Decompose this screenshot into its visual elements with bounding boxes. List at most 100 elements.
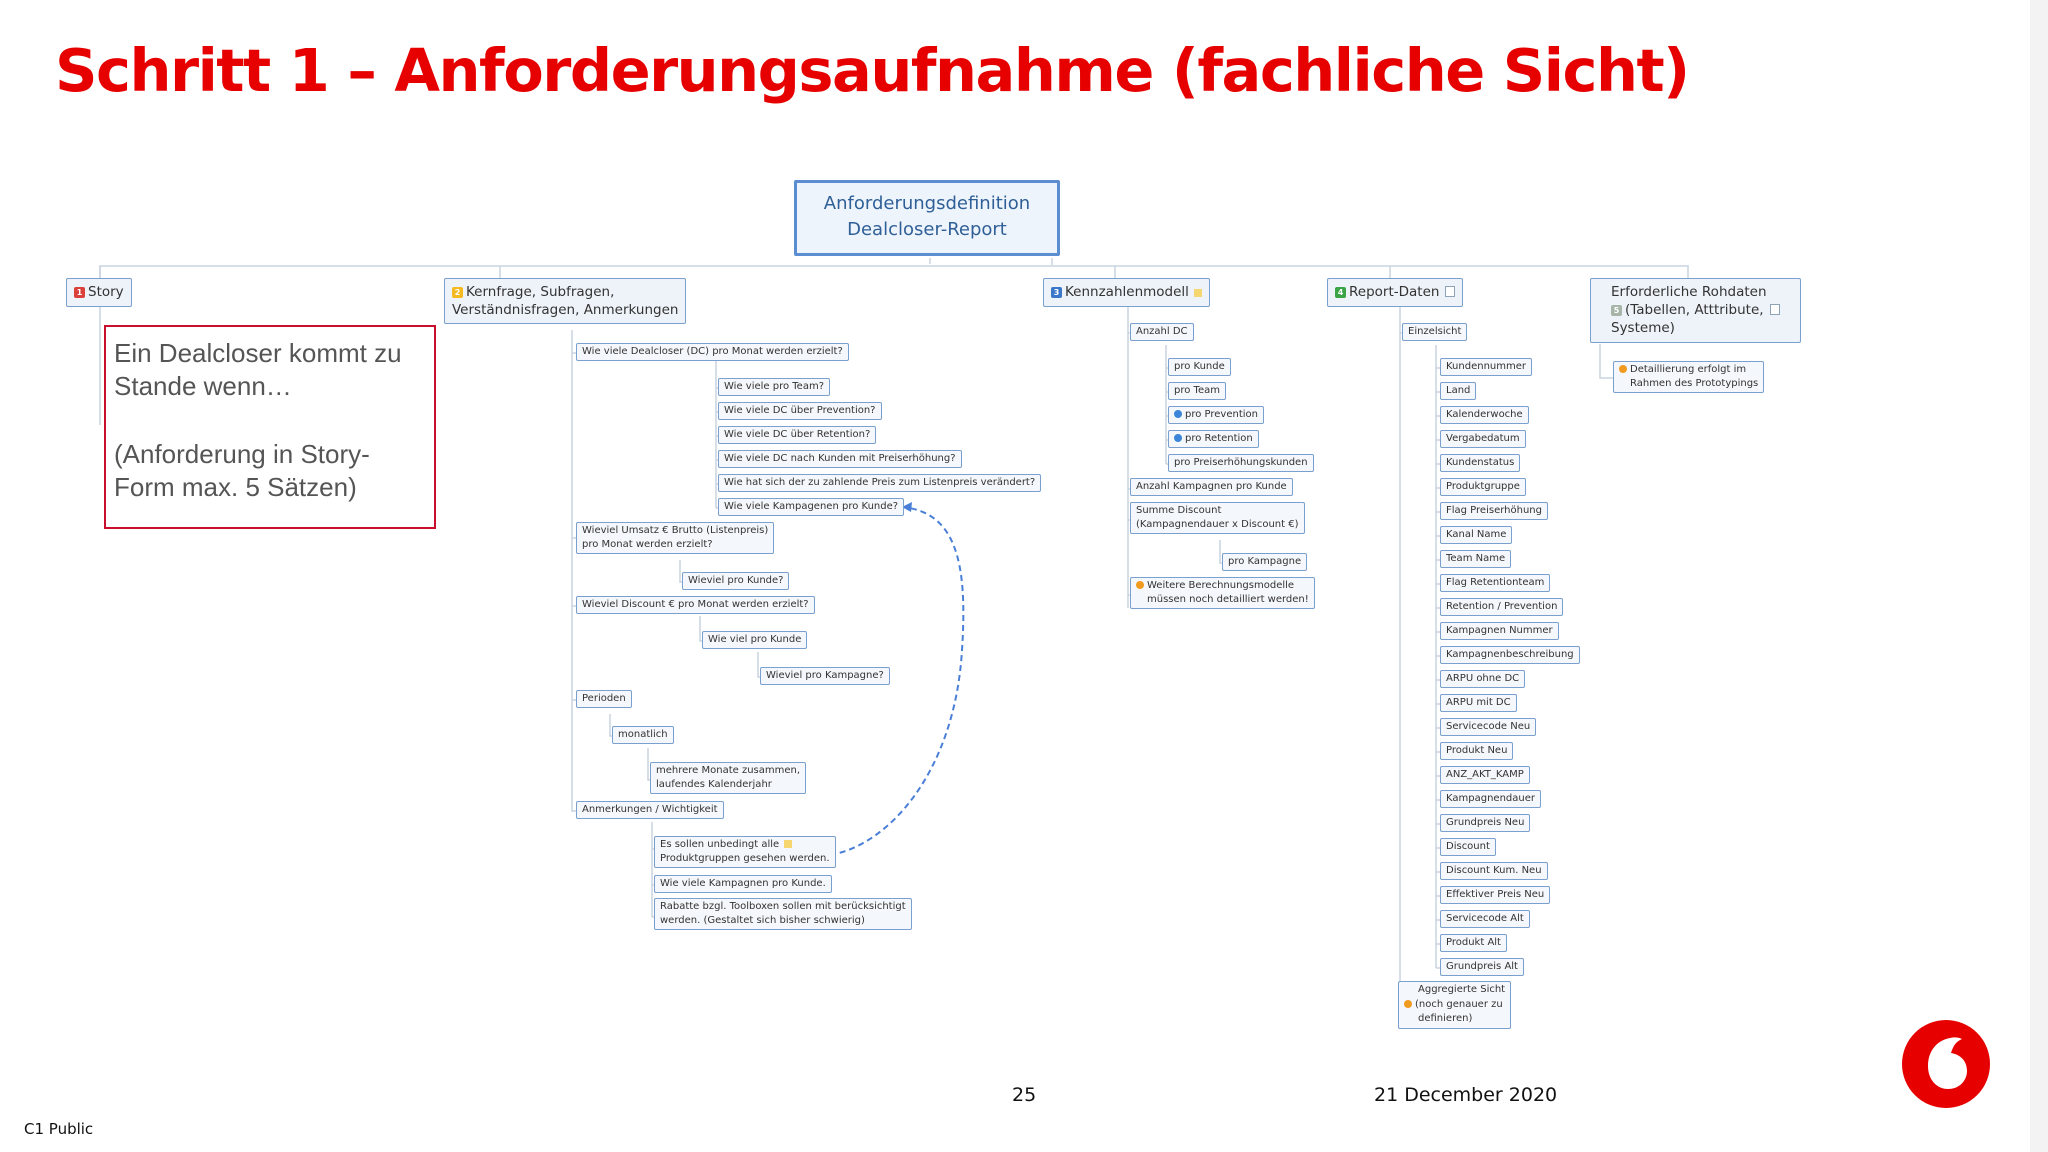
- marker-4-icon: 4: [1335, 287, 1346, 298]
- branch-rohdaten-line-3: Systeme): [1611, 320, 1675, 337]
- node-anm-produkt-line-2: Produktgruppen gesehen werden.: [660, 853, 830, 864]
- report-field-node[interactable]: Grundpreis Neu: [1440, 814, 1531, 832]
- node-weitere-line-1: Weitere Berechnungsmodelle: [1147, 580, 1295, 591]
- page-number: 25: [1012, 1084, 1037, 1106]
- report-field-node[interactable]: Kundenstatus: [1440, 454, 1521, 472]
- slide-title: Schritt 1 – Anforderungsaufnahme (fachli…: [55, 36, 1690, 105]
- node-q-discount-kampagne[interactable]: Wieviel pro Kampagne?: [760, 667, 890, 685]
- report-field-node[interactable]: ANZ_AKT_KAMP: [1440, 766, 1530, 784]
- node-summe-discount[interactable]: Summe Discount (Kampagnendauer x Discoun…: [1130, 502, 1305, 534]
- node-rohdaten-detail[interactable]: Detaillierung erfolgt im Rahmen des Prot…: [1613, 361, 1765, 393]
- report-field-node[interactable]: Kundennummer: [1440, 358, 1532, 376]
- node-q-kampagnen[interactable]: Wie viele Kampagenen pro Kunde?: [718, 498, 905, 516]
- node-q-dc-monat[interactable]: Wie viele Dealcloser (DC) pro Monat werd…: [576, 343, 849, 361]
- info-icon: [1174, 410, 1182, 418]
- node-aggregierte-sicht[interactable]: Aggregierte Sicht (noch genauer zu defin…: [1398, 981, 1512, 1029]
- report-field-node[interactable]: Land: [1440, 382, 1477, 400]
- report-field-node[interactable]: Retention / Prevention: [1440, 598, 1564, 616]
- node-anm-rabatte-line-1: Rabatte bzgl. Toolboxen sollen mit berüc…: [660, 901, 906, 912]
- node-pro-kunde[interactable]: pro Kunde: [1168, 358, 1231, 376]
- node-weitere-modelle[interactable]: Weitere Berechnungsmodelle müssen noch d…: [1130, 577, 1315, 609]
- node-q-preiserhoehung[interactable]: Wie viele DC nach Kunden mit Preiserhöhu…: [718, 450, 962, 468]
- story-line-1: Ein Dealcloser kommt zu Stande wenn…: [114, 338, 402, 402]
- node-weitere-line-2: müssen noch detailliert werden!: [1147, 594, 1309, 605]
- node-pro-retention[interactable]: pro Retention: [1168, 430, 1259, 448]
- node-anmerkungen[interactable]: Anmerkungen / Wichtigkeit: [576, 801, 724, 819]
- report-field-node[interactable]: Flag Retentionteam: [1440, 574, 1551, 592]
- report-field-node[interactable]: Discount: [1440, 838, 1496, 856]
- node-q-umsatz-line-1: Wieviel Umsatz € Brutto (Listenpreis): [582, 525, 769, 536]
- node-q-team[interactable]: Wie viele pro Team?: [718, 378, 831, 396]
- report-field-node[interactable]: Kampagnen Nummer: [1440, 622, 1559, 640]
- report-field-node[interactable]: Kampagnenbeschreibung: [1440, 646, 1580, 664]
- report-field-node[interactable]: Kanal Name: [1440, 526, 1513, 544]
- node-q-umsatz[interactable]: Wieviel Umsatz € Brutto (Listenpreis) pr…: [576, 522, 775, 554]
- node-q-umsatz-line-2: pro Monat werden erzielt?: [582, 539, 713, 550]
- report-field-node[interactable]: Produkt Neu: [1440, 742, 1514, 760]
- node-pro-kampagne[interactable]: pro Kampagne: [1222, 553, 1308, 571]
- branch-rohdaten-line-2: (Tabellen, Atttribute,: [1625, 302, 1764, 319]
- node-pro-team[interactable]: pro Team: [1168, 382, 1226, 400]
- report-field-node[interactable]: Kampagnendauer: [1440, 790, 1541, 808]
- report-field-node[interactable]: Team Name: [1440, 550, 1512, 568]
- node-q-retention[interactable]: Wie viele DC über Retention?: [718, 426, 877, 444]
- node-anzahl-dc[interactable]: Anzahl DC: [1130, 323, 1194, 341]
- report-field-node[interactable]: ARPU mit DC: [1440, 694, 1517, 712]
- connector-kennzahlen: [1127, 306, 1132, 608]
- node-pro-preiserhoehung[interactable]: pro Preiserhöhungskunden: [1168, 454, 1314, 472]
- node-q-discount-kunde[interactable]: Wie viel pro Kunde: [702, 631, 808, 649]
- report-field-node[interactable]: Vergabedatum: [1440, 430, 1526, 448]
- node-q-listenpreis[interactable]: Wie hat sich der zu zahlende Preis zum L…: [718, 474, 1042, 492]
- report-field-node[interactable]: ARPU ohne DC: [1440, 670, 1526, 688]
- report-field-node[interactable]: Flag Preiserhöhung: [1440, 502, 1548, 520]
- marker-3-icon: 3: [1051, 287, 1062, 298]
- node-q-prevention[interactable]: Wie viele DC über Prevention?: [718, 402, 882, 420]
- node-pro-prevention[interactable]: pro Prevention: [1168, 406, 1264, 424]
- node-anm-rabatte[interactable]: Rabatte bzgl. Toolboxen sollen mit berüc…: [654, 898, 912, 930]
- node-q-discount[interactable]: Wieviel Discount € pro Monat werden erzi…: [576, 596, 815, 614]
- connector-reportdaten: [1399, 306, 1404, 1010]
- branch-story-label: Story: [88, 284, 124, 300]
- node-aggregiert-line-2: (noch genauer zu: [1415, 998, 1503, 1010]
- report-field-node[interactable]: Servicecode Alt: [1440, 910, 1530, 928]
- dashed-relation-link: [829, 506, 965, 856]
- marker-2-icon: 2: [452, 287, 463, 298]
- node-mehrere-monate[interactable]: mehrere Monate zusammen, laufendes Kalen…: [650, 762, 807, 794]
- root-line-1: Anforderungsdefinition: [823, 193, 1031, 214]
- node-monatlich[interactable]: monatlich: [612, 726, 674, 744]
- node-einzelsicht[interactable]: Einzelsicht: [1402, 323, 1468, 341]
- report-field-node[interactable]: Kalenderwoche: [1440, 406, 1529, 424]
- node-anzahl-kampagnen[interactable]: Anzahl Kampagnen pro Kunde: [1130, 478, 1293, 496]
- report-field-node[interactable]: Produktgruppe: [1440, 478, 1526, 496]
- branch-rohdaten[interactable]: Erforderliche Rohdaten 5(Tabellen, Atttr…: [1590, 278, 1801, 343]
- node-anm-produktgruppen[interactable]: Es sollen unbedingt alle Produktgruppen …: [654, 836, 836, 868]
- vodafone-logo-icon: [1902, 1020, 1990, 1108]
- branch-kernfrage-line-1: Kernfrage, Subfragen,: [466, 284, 615, 300]
- node-rohdaten-line-1: Detaillierung erfolgt im: [1630, 364, 1747, 375]
- report-field-node[interactable]: Produkt Alt: [1440, 934, 1507, 952]
- slide-right-edge: [2030, 0, 2048, 1152]
- report-field-node[interactable]: Effektiver Preis Neu: [1440, 886, 1551, 904]
- node-anm-kampagnen[interactable]: Wie viele Kampagnen pro Kunde.: [654, 875, 832, 893]
- report-field-node[interactable]: Grundpreis Alt: [1440, 958, 1524, 976]
- note-icon: [784, 840, 793, 848]
- story-line-2: (Anforderung in Story-Form max. 5 Sätzen…: [114, 438, 370, 502]
- classification-label: C1 Public: [24, 1120, 94, 1138]
- branch-kernfrage-line-2: Verständnisfragen, Anmerkungen: [452, 302, 679, 319]
- report-field-node[interactable]: Servicecode Neu: [1440, 718, 1537, 736]
- node-perioden[interactable]: Perioden: [576, 690, 632, 708]
- warning-icon: [1136, 581, 1144, 589]
- story-textbox[interactable]: Ein Dealcloser kommt zu Stande wenn… (An…: [104, 325, 436, 529]
- connector-perioden: [609, 714, 652, 781]
- report-field-node[interactable]: Discount Kum. Neu: [1440, 862, 1548, 880]
- node-q-umsatz-kunde[interactable]: Wieviel pro Kunde?: [682, 572, 790, 590]
- marker-5-icon: 5: [1611, 305, 1622, 317]
- connector-rohdaten: [1599, 344, 1613, 379]
- root-node[interactable]: Anforderungsdefinition Dealcloser-Report: [794, 180, 1060, 256]
- attachment-icon: [1769, 304, 1780, 316]
